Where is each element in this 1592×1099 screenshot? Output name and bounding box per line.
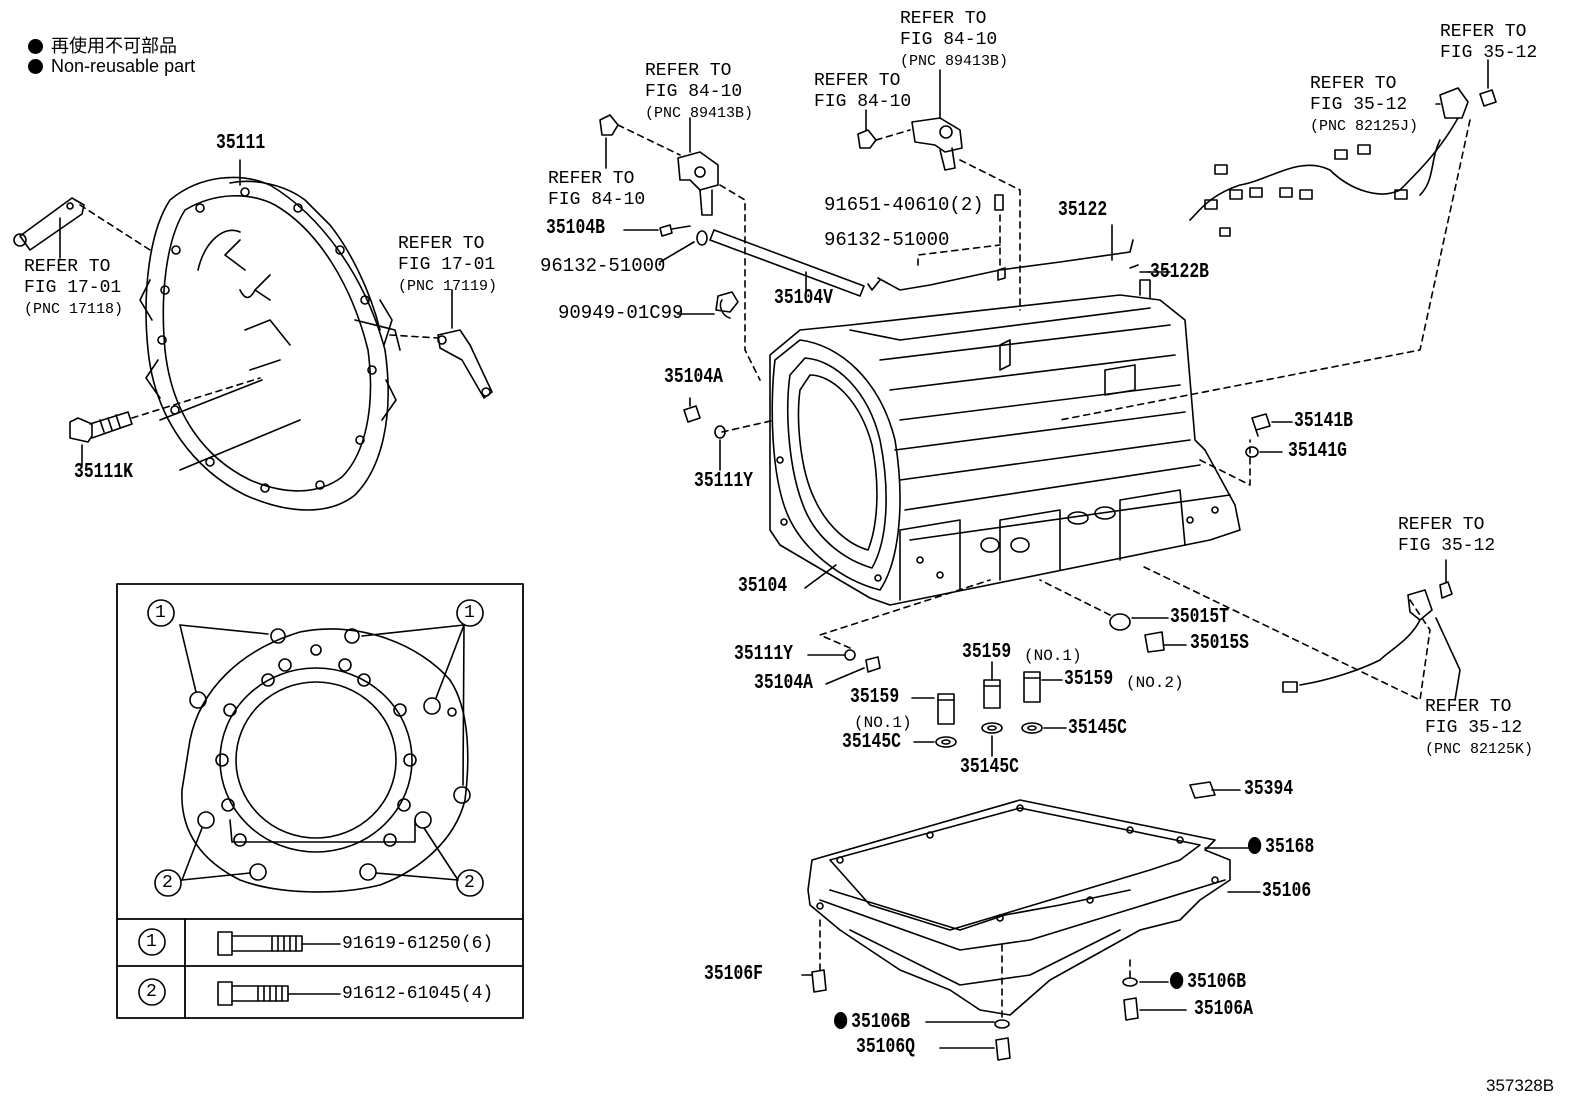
part-note-35159-top: (NO.1) xyxy=(1024,647,1082,665)
table-key-1: 1 xyxy=(146,932,157,952)
part-label-35145C-right: 35145C xyxy=(1068,717,1127,740)
figure-code: 357328B xyxy=(1486,1076,1555,1095)
part-label-35015T: 35015T xyxy=(1170,606,1229,629)
speed-sensor-middle xyxy=(857,69,1021,311)
part-label-96132-51000-left: 96132-51000 xyxy=(540,255,666,277)
part-label-35111Y-bottom: 35111Y xyxy=(734,643,793,666)
part-label-35015S: 35015S xyxy=(1190,632,1249,655)
bolt-35104B xyxy=(623,224,691,237)
speed-sensor-left xyxy=(599,114,761,381)
callout-1-top-right: 1 xyxy=(464,603,475,623)
part-label-35104: 35104 xyxy=(738,575,788,598)
part-label-90949-01C99: 90949-01C99 xyxy=(558,302,684,324)
o-ring-96132-left xyxy=(659,230,708,263)
legend-english: Non-reusable part xyxy=(28,56,195,77)
non-reusable-dot-icon xyxy=(1170,972,1184,989)
table-key-2: 2 xyxy=(146,982,157,1002)
case-plugs xyxy=(683,397,991,685)
non-reusable-dot-icon xyxy=(28,39,43,54)
part-label-96132-51000-right: 96132-51000 xyxy=(824,229,950,251)
part-label-35122B: 35122B xyxy=(1150,261,1209,284)
part-label-35104V: 35104V xyxy=(774,287,833,310)
part-note-35159-right: (NO.2) xyxy=(1126,674,1184,692)
non-reusable-dot-icon xyxy=(28,59,43,74)
wire-35122 xyxy=(867,194,1171,291)
part-label-35159-left: 35159 xyxy=(850,686,900,709)
drain-plugs xyxy=(801,919,1187,1061)
part-label-35145C-left: 35145C xyxy=(842,731,901,754)
part-label-35145C-middle: 35145C xyxy=(960,756,1019,779)
table-part-91619: 91619-61250(6) xyxy=(342,934,494,954)
bracket-right xyxy=(389,289,493,399)
non-reusable-dot-icon xyxy=(1248,837,1262,854)
bell-housing-35111 xyxy=(139,176,401,511)
oil-pan-35106 xyxy=(807,781,1261,1016)
callout-2-bottom-left: 2 xyxy=(162,873,173,893)
part-label-35111Y-top: 35111Y xyxy=(694,470,753,493)
part-label-35394: 35394 xyxy=(1244,778,1294,801)
part-label-35106Q: 35106Q xyxy=(856,1036,915,1059)
bolt-35111K xyxy=(69,377,261,466)
part-label-35159-top: 35159 xyxy=(962,641,1012,664)
part-label-35141B: 35141B xyxy=(1294,410,1353,433)
part-label-35106: 35106 xyxy=(1262,880,1312,903)
part-label-35106F: 35106F xyxy=(704,963,763,986)
part-label-35159-right: 35159 xyxy=(1064,668,1114,691)
part-label-91651-40610: 91651-40610(2) xyxy=(824,194,984,216)
part-label-35104A-top: 35104A xyxy=(664,366,723,389)
bolt-pattern-inset xyxy=(116,583,524,1019)
o-ring-35015T xyxy=(1039,579,1187,653)
harness-tube-35104V xyxy=(709,229,865,297)
part-label-35106A: 35106A xyxy=(1194,998,1253,1021)
plug-35141B xyxy=(1199,413,1293,486)
callout-1-top-left: 1 xyxy=(155,603,166,623)
part-note-35159-left: (NO.1) xyxy=(854,714,912,732)
part-label-35141G: 35141G xyxy=(1288,440,1347,463)
non-reusable-dot-icon xyxy=(834,1012,848,1029)
bracket-left xyxy=(13,197,151,259)
harness-upper-right xyxy=(1059,59,1497,421)
part-label-35106B-right: 35106B xyxy=(1170,972,1246,993)
table-part-91612: 91612-61045(4) xyxy=(342,984,494,1004)
part-label-35111K: 35111K xyxy=(74,461,133,484)
part-label-35104A-bottom: 35104A xyxy=(754,672,813,695)
clip-90949 xyxy=(677,291,739,319)
plugs-35159 xyxy=(911,661,1067,757)
part-label-35122: 35122 xyxy=(1058,199,1108,222)
sensor-lower-right xyxy=(1139,559,1461,701)
part-label-35168: 35168 xyxy=(1248,837,1314,858)
legend-japanese: 再使用不可部品 xyxy=(28,32,177,58)
part-label-35106B-left: 35106B xyxy=(834,1012,910,1033)
callout-2-bottom-right: 2 xyxy=(464,873,475,893)
transmission-case-35104 xyxy=(769,279,1241,606)
part-label-35104B: 35104B xyxy=(546,217,605,240)
part-label-35111: 35111 xyxy=(216,132,266,155)
